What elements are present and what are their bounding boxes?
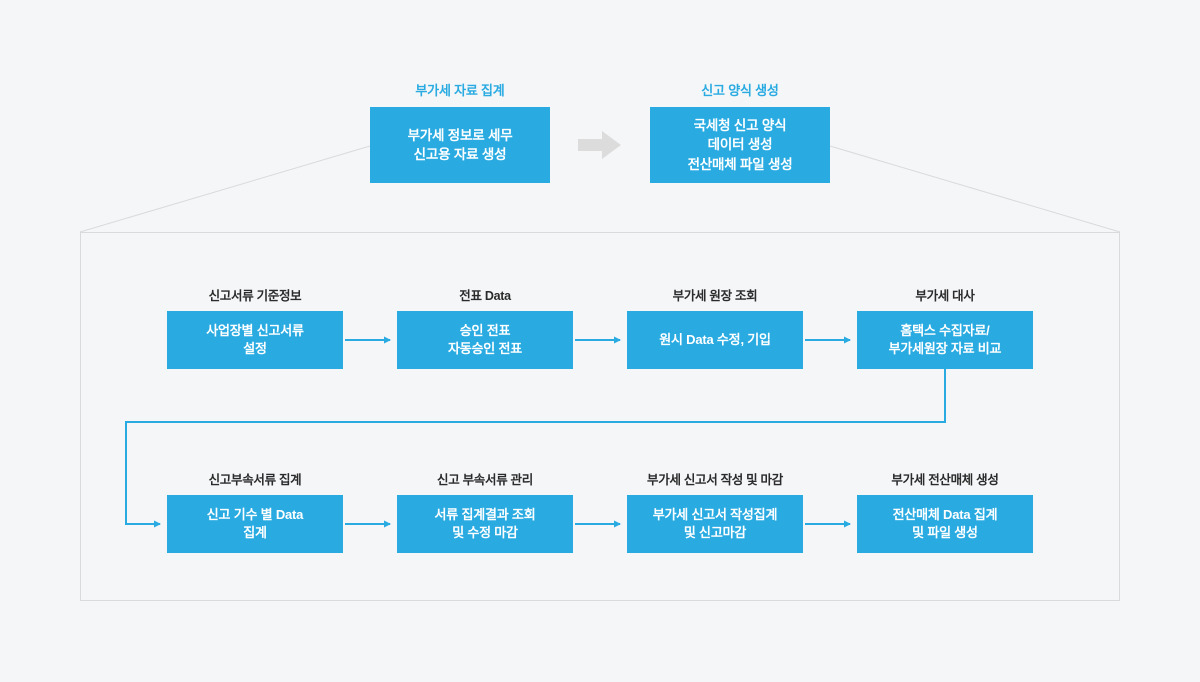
step-caption-r2c4: 부가세 전산매체 생성	[891, 473, 999, 487]
step-box-r1c4[interactable]: 홈택스 수집자료/ 부가세원장 자료 비교	[857, 311, 1033, 369]
step-caption-r2c1: 신고부속서류 집계	[208, 473, 302, 487]
step-box-r2c4[interactable]: 전산매체 Data 집계 및 파일 생성	[857, 495, 1033, 553]
detail-group-frame	[80, 232, 1120, 601]
step-box-r1c3[interactable]: 원시 Data 수정, 기입	[627, 311, 803, 369]
top-node-box-1[interactable]: 국세청 신고 양식 데이터 생성 전산매체 파일 생성	[650, 107, 830, 183]
step-caption-r2c3: 부가세 신고서 작성 및 마감	[647, 473, 783, 487]
step-box-r2c3[interactable]: 부가세 신고서 작성집계 및 신고마감	[627, 495, 803, 553]
top-node-caption-1: 신고 양식 생성	[701, 83, 779, 98]
zoom-line-right	[829, 145, 1121, 233]
zoom-line-left	[79, 145, 371, 233]
step-box-r2c1[interactable]: 신고 기수 별 Data 집계	[167, 495, 343, 553]
step-caption-r1c2: 전표 Data	[459, 289, 511, 303]
step-box-r1c1[interactable]: 사업장별 신고서류 설정	[167, 311, 343, 369]
step-box-r1c2[interactable]: 승인 전표 자동승인 전표	[397, 311, 573, 369]
step-caption-r1c1: 신고서류 기준정보	[208, 289, 302, 303]
step-caption-r1c3: 부가세 원장 조회	[672, 289, 758, 303]
step-caption-r2c2: 신고 부속서류 관리	[437, 473, 533, 487]
step-caption-r1c4: 부가세 대사	[915, 289, 975, 303]
top-node-caption-0: 부가세 자료 집계	[415, 83, 505, 98]
step-box-r2c2[interactable]: 서류 집계결과 조회 및 수정 마감	[397, 495, 573, 553]
top-node-box-0[interactable]: 부가세 정보로 세무 신고용 자료 생성	[370, 107, 550, 183]
block-arrow-right-icon	[578, 131, 621, 159]
